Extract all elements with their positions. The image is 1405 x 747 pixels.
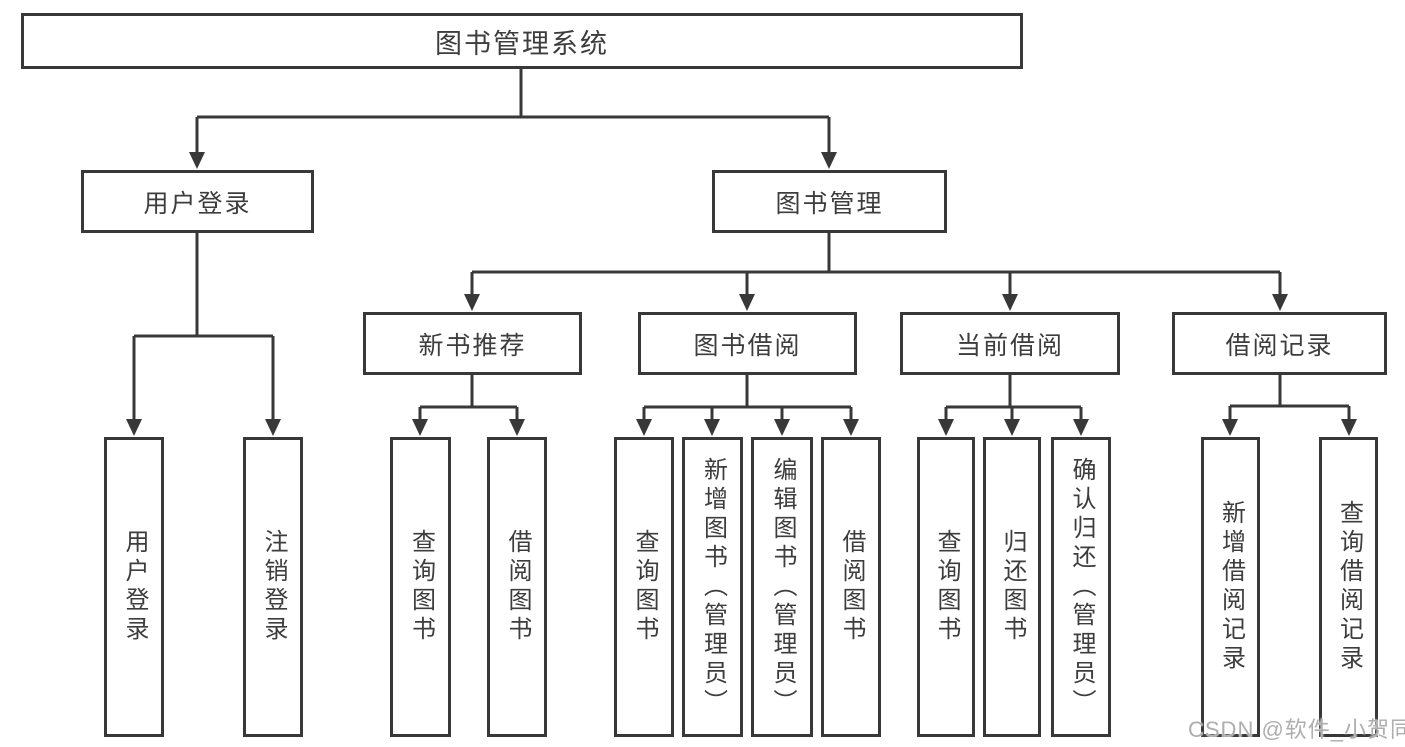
leaf-label: 新增图书（管理员） xyxy=(699,456,727,718)
node-borrowing-records: 借阅记录 xyxy=(1172,312,1387,375)
leaf-label: 编辑图书（管理员） xyxy=(769,456,796,718)
node-label: 图书管理系统 xyxy=(435,28,609,59)
node-label: 当前借阅 xyxy=(955,331,1064,360)
node-current-borrowing: 当前借阅 xyxy=(900,312,1120,375)
node-library-management-system: 图书管理系统 xyxy=(21,13,1023,69)
leaf-confirm-return-admin: 确认归还（管理员） xyxy=(1051,437,1111,737)
leaf-label: 查询借阅记录 xyxy=(1335,500,1363,674)
leaf-label: 归还图书 xyxy=(999,529,1026,645)
node-label: 借阅记录 xyxy=(1225,331,1334,360)
leaf-query-books-1: 查询图书 xyxy=(390,437,451,737)
leaf-logout: 注销登录 xyxy=(243,437,303,737)
leaf-query-books-3: 查询图书 xyxy=(917,437,975,737)
leaf-query-borrow-record: 查询借阅记录 xyxy=(1319,437,1378,737)
leaf-label: 注销登录 xyxy=(260,529,287,645)
node-label: 用户登录 xyxy=(143,189,252,218)
leaf-query-books-2: 查询图书 xyxy=(614,437,674,737)
leaf-return-books: 归还图书 xyxy=(983,437,1041,737)
leaf-label: 借阅图书 xyxy=(838,529,865,645)
node-label: 图书管理 xyxy=(775,189,884,218)
node-label: 新书推荐 xyxy=(418,331,527,360)
csdn-watermark: CSDN @软件_小贺同学 xyxy=(1188,717,1405,742)
leaf-add-borrow-record: 新增借阅记录 xyxy=(1201,437,1260,737)
leaf-label: 查询图书 xyxy=(407,529,435,645)
leaf-add-books-admin: 新增图书（管理员） xyxy=(682,437,743,737)
leaf-label: 用户登录 xyxy=(121,529,148,645)
node-new-book-recommend: 新书推荐 xyxy=(363,312,582,375)
node-book-borrowing: 图书借阅 xyxy=(638,312,857,375)
leaf-user-login: 用户登录 xyxy=(104,437,164,737)
leaf-label: 新增借阅记录 xyxy=(1217,500,1245,674)
leaf-label: 查询图书 xyxy=(631,529,658,645)
node-label: 图书借阅 xyxy=(693,331,802,360)
node-user-login: 用户登录 xyxy=(81,170,314,233)
leaf-edit-books-admin: 编辑图书（管理员） xyxy=(751,437,813,737)
leaf-label: 查询图书 xyxy=(933,529,960,645)
leaf-label: 确认归还（管理员） xyxy=(1068,456,1095,718)
leaf-borrow-books-2: 借阅图书 xyxy=(821,437,881,737)
node-book-management: 图书管理 xyxy=(712,170,947,233)
leaf-label: 借阅图书 xyxy=(504,529,531,645)
leaf-borrow-books-1: 借阅图书 xyxy=(487,437,547,737)
